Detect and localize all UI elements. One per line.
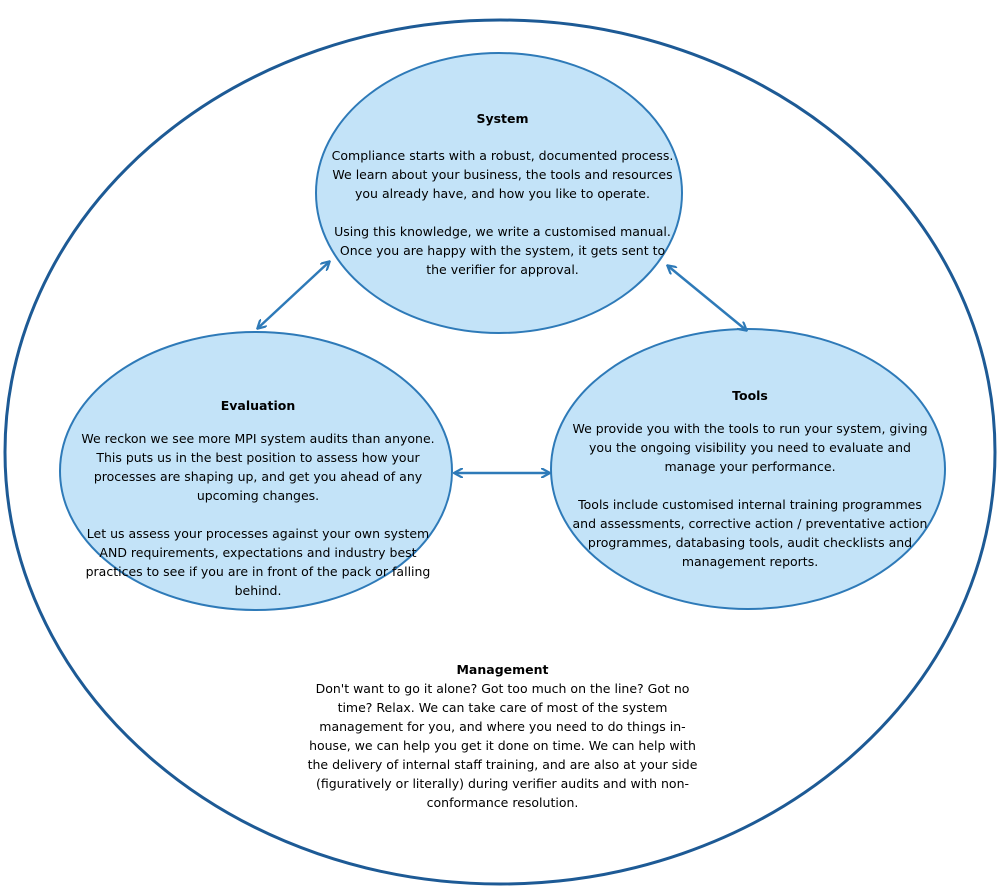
system-paragraph-2: Using this knowledge, we write a customi… (334, 224, 671, 277)
evaluation-paragraph-2: Let us assess your processes against you… (85, 526, 431, 598)
management-text: Don't want to go it alone? Got too much … (307, 681, 698, 810)
outer-management-ellipse (3, 18, 997, 886)
tools-paragraph-1: We provide you with the tools to run you… (572, 421, 928, 474)
management-block: Management Don't want to go it alone? Go… (305, 660, 700, 812)
tools-block: Tools We provide you with the tools to r… (570, 386, 930, 571)
system-ellipse (315, 52, 683, 334)
evaluation-block: Evaluation We reckon we see more MPI sys… (78, 396, 438, 600)
system-block: System Compliance starts with a robust, … (330, 109, 675, 279)
management-title: Management (456, 662, 549, 677)
evaluation-paragraph-1: We reckon we see more MPI system audits … (81, 431, 435, 503)
tools-paragraph-2: Tools include customised internal traini… (572, 497, 928, 569)
arrow-system-tools (668, 266, 746, 330)
evaluation-title: Evaluation (220, 398, 296, 413)
system-title: System (476, 111, 529, 126)
tools-title: Tools (732, 388, 768, 403)
arrow-system-evaluation (258, 262, 329, 328)
evaluation-ellipse (59, 331, 453, 611)
system-paragraph-1: Compliance starts with a robust, documen… (331, 148, 674, 201)
